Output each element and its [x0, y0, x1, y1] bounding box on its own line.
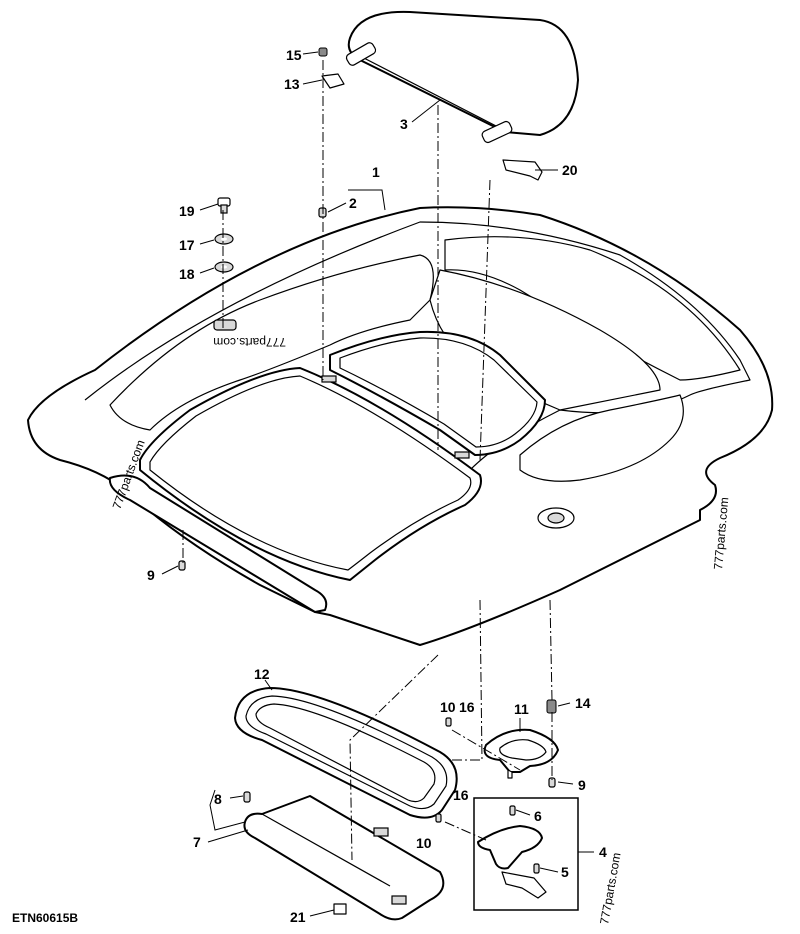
bracket-part-20: [502, 159, 543, 181]
washer-part-18: [214, 261, 234, 273]
fastener-part-16-lower: [435, 813, 442, 823]
clip-part-13: [321, 73, 345, 89]
cab-roof-part-1: [27, 206, 774, 646]
callout-3: 3: [400, 116, 408, 132]
callout-20: 20: [562, 162, 578, 178]
fastener-part-9-upper: [178, 560, 186, 571]
callout-labels: 15 13 3 1 2 20 19 17 18 9 12 10 16 11 14…: [147, 47, 607, 925]
callout-10-upper: 10: [440, 699, 456, 715]
callout-15: 15: [286, 47, 302, 63]
callout-14: 14: [575, 695, 591, 711]
callout-16-upper: 16: [459, 699, 475, 715]
screw-part-8: [243, 791, 251, 803]
callout-1: 1: [372, 164, 380, 180]
watermark-1: 777parts.com: [213, 335, 286, 349]
latch-kit-box-part-4: [473, 797, 579, 911]
callout-8: 8: [214, 791, 222, 807]
sunshade-panel-part-7: [243, 795, 445, 921]
callout-2: 2: [349, 195, 357, 211]
clip-part-21: [333, 903, 347, 915]
callout-18: 18: [179, 266, 195, 282]
callout-leaders: [161, 51, 594, 917]
callout-4: 4: [599, 844, 607, 860]
watermark-4: 777parts.com: [597, 851, 623, 925]
bolt-part-19: [217, 197, 231, 214]
callout-19: 19: [179, 203, 195, 219]
callout-7: 7: [193, 834, 201, 850]
washer-part-17: [214, 233, 234, 245]
callout-10-lower: 10: [416, 835, 432, 851]
fastener-part-9-lower: [548, 777, 556, 788]
sunroof-glass-part-12: [234, 687, 458, 819]
callout-9-lower: 9: [578, 777, 586, 793]
callout-16-lower: 16: [453, 787, 469, 803]
latch-frame-part-11: [483, 728, 559, 779]
callout-5: 5: [561, 864, 569, 880]
callout-13: 13: [284, 76, 300, 92]
sun-visor-part-3: [345, 10, 579, 144]
screw-part-15: [318, 47, 328, 57]
figure-id: ETN60615B: [12, 911, 78, 925]
callout-17: 17: [179, 237, 195, 253]
fastener-part-16-upper: [445, 717, 452, 727]
fastener-part-14: [546, 699, 557, 714]
assembly-centerlines: [182, 60, 553, 861]
callout-21: 21: [290, 909, 306, 925]
callout-11: 11: [514, 701, 529, 717]
callout-6: 6: [534, 808, 542, 824]
watermark-3: 777parts.com: [711, 497, 731, 571]
callout-9-upper: 9: [147, 567, 155, 583]
callout-12: 12: [254, 666, 270, 682]
